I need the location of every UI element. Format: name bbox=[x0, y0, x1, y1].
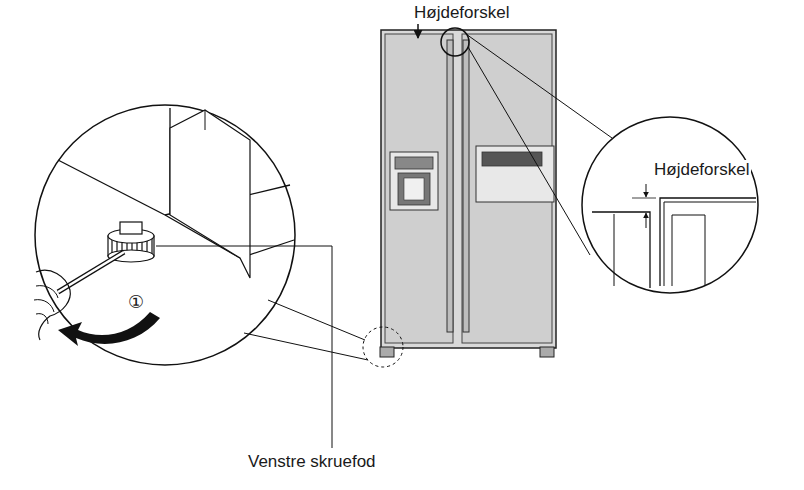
part-label: Venstre skruefod bbox=[246, 452, 378, 472]
height-difference-label: Højdeforskel bbox=[652, 160, 751, 180]
callout-number: ① bbox=[126, 292, 146, 313]
height-difference-label: Højdeforskel bbox=[412, 3, 511, 23]
